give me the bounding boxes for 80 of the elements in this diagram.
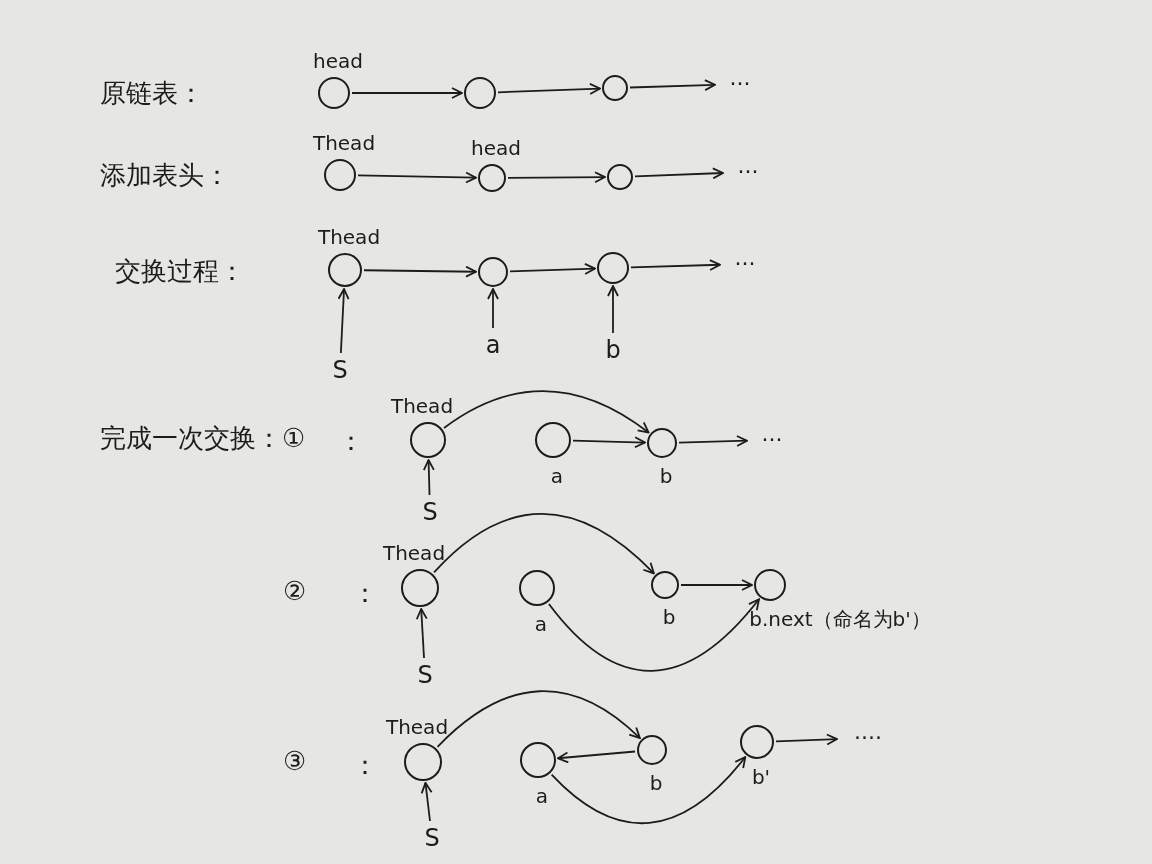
arrow — [487, 288, 499, 329]
row-label: 完成一次交换：① — [100, 425, 306, 451]
node-text: S — [413, 661, 437, 689]
list-node-circle — [740, 725, 774, 759]
list-node-circle — [404, 743, 442, 781]
row-label: ： — [352, 580, 378, 606]
node-text: b — [601, 336, 625, 364]
node-text: ··· — [718, 74, 762, 94]
node-label: b — [662, 607, 676, 627]
node-label: Thead — [390, 396, 454, 416]
list-node-circle — [535, 422, 571, 458]
list-node-circle — [318, 77, 350, 109]
list-node-circle — [637, 735, 667, 765]
node-label: Thead — [317, 227, 381, 247]
list-node-circle — [607, 164, 633, 190]
node-label: b — [659, 466, 673, 486]
node-text: S — [418, 498, 442, 526]
list-node-circle — [328, 253, 362, 287]
arrow — [680, 579, 753, 591]
node-label: a — [550, 466, 564, 486]
arrow — [497, 83, 601, 95]
node-label: a — [534, 614, 548, 634]
row-label: ： — [338, 428, 364, 454]
list-node-circle — [464, 77, 496, 109]
list-node-circle — [651, 571, 679, 599]
arrow — [557, 750, 636, 764]
arrow — [443, 390, 650, 434]
list-node-circle — [401, 569, 439, 607]
node-text: ···· — [840, 728, 896, 748]
arrow — [436, 690, 641, 748]
node-label: Thead — [385, 717, 449, 737]
list-node-circle — [754, 569, 786, 601]
node-text: a — [481, 331, 505, 359]
node-text: ··· — [723, 254, 767, 274]
arrow — [433, 513, 655, 575]
node-text: ··· — [726, 162, 770, 182]
node-label: head — [471, 138, 521, 158]
row-label: ② — [283, 578, 307, 604]
arrow — [630, 259, 721, 271]
arrow — [507, 171, 606, 184]
node-label: b — [649, 773, 663, 793]
list-node-circle — [410, 422, 446, 458]
row-label: ③ — [283, 748, 307, 774]
row-label: ： — [352, 752, 378, 778]
arrow — [357, 171, 477, 184]
arrow — [678, 435, 748, 447]
node-label: Thead — [312, 133, 376, 153]
arrow — [775, 733, 838, 746]
arrow — [422, 459, 435, 496]
list-node-circle — [519, 570, 555, 606]
node-label: Thead — [382, 543, 446, 563]
list-node-circle — [647, 428, 677, 458]
arrow — [607, 285, 619, 334]
list-node-circle — [597, 252, 629, 284]
list-node-circle — [478, 164, 506, 192]
node-label: b.next（命名为b'） — [749, 609, 931, 629]
node-label: b' — [751, 767, 771, 787]
node-text: ··· — [750, 430, 794, 450]
arrow — [415, 608, 428, 659]
row-label: 添加表头： — [100, 162, 230, 188]
arrow — [351, 87, 463, 99]
arrow — [420, 781, 433, 822]
list-node-circle — [602, 75, 628, 101]
arrow — [548, 598, 760, 672]
arrow — [509, 263, 596, 275]
list-node-circle — [324, 159, 356, 191]
node-text: S — [328, 356, 352, 384]
arrow — [550, 756, 747, 824]
node-label: head — [313, 51, 363, 71]
node-label: a — [535, 786, 549, 806]
arrow — [572, 436, 646, 449]
arrow — [629, 79, 716, 91]
row-label: 交换过程： — [115, 258, 245, 284]
list-node-circle — [520, 742, 556, 778]
list-node-circle — [478, 257, 508, 287]
arrow — [337, 288, 350, 354]
arrow — [634, 167, 724, 180]
row-label: 原链表： — [100, 80, 204, 106]
node-text: S — [420, 824, 444, 852]
arrow — [363, 265, 477, 278]
